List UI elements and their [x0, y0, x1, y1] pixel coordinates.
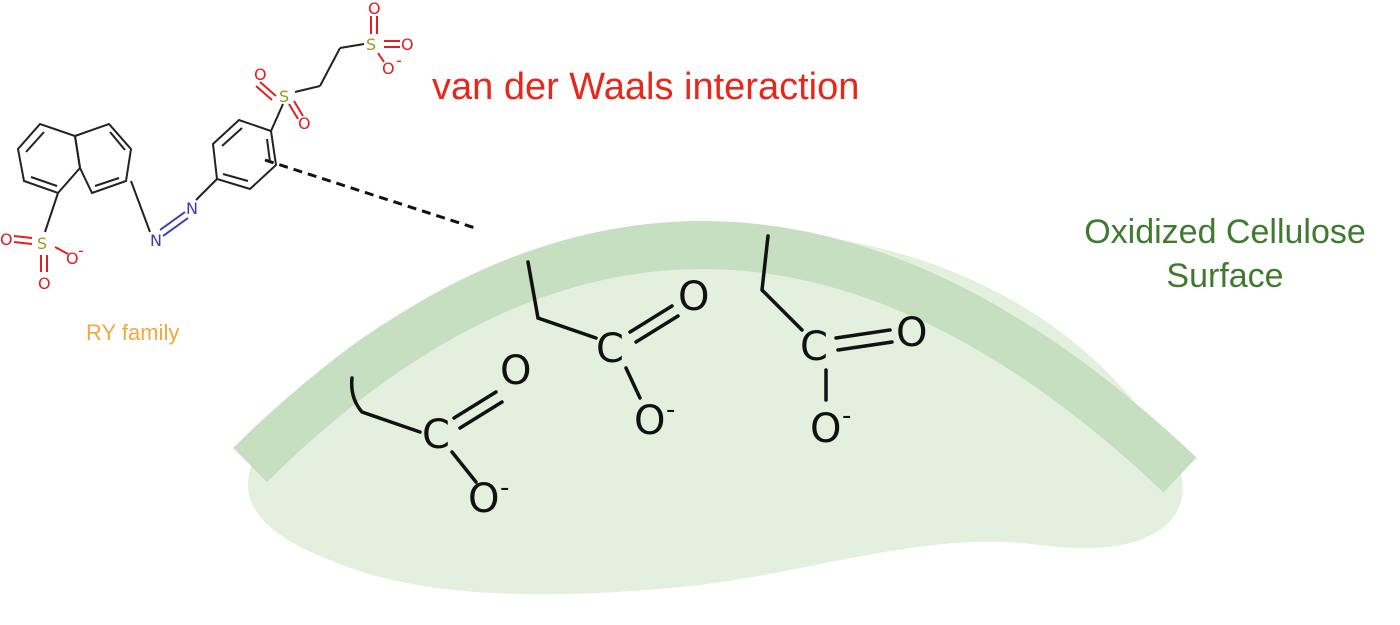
carboxylate-group-2: C O O - — [526, 260, 709, 444]
dye-family-label: RY family — [86, 320, 180, 345]
carboxylate-2-carbon: C — [596, 326, 624, 372]
oxygen-atom-6: O — [368, 0, 381, 18]
oxygen-atom-4: O — [254, 65, 267, 84]
surface-label-line-1: Oxidized Cellulose — [1084, 213, 1366, 251]
atom-labels: S O O O - N N S O O S O O O - — [0, 0, 414, 293]
ring-b-double-2 — [94, 177, 120, 187]
carboxylate-1-chain — [349, 376, 422, 434]
s2-o-left-b — [255, 85, 273, 101]
oxygen-atom-3: O — [66, 249, 79, 268]
carboxylate-1-double-a — [452, 390, 498, 420]
ring-a-double-1 — [25, 131, 45, 153]
carboxylate-1-charge: - — [500, 473, 509, 503]
s1-o-right — [54, 246, 69, 255]
carboxylate-3-double-b — [836, 340, 894, 352]
azo-double-b — [162, 217, 189, 237]
s1-o-left-a — [13, 235, 33, 239]
chain-bond-1 — [294, 85, 321, 93]
benzene-ring — [211, 118, 278, 191]
interaction-title: van der Waals interaction — [432, 66, 860, 108]
carboxylate-group-3: C O O - — [760, 234, 927, 452]
charge-1: - — [78, 241, 84, 260]
chain-bond-3 — [339, 43, 365, 49]
s2-o-left-a — [259, 81, 277, 97]
ry-dye-molecule — [13, 16, 400, 272]
azo-double-a — [159, 211, 186, 231]
sulfur-atom-3: S — [366, 35, 376, 54]
sulfur-atom-1: S — [37, 234, 47, 253]
carboxylate-2-double-a — [628, 304, 674, 334]
carboxylate-2-charge: - — [666, 395, 675, 425]
carboxylate-2-oxygen-minus: O — [634, 398, 665, 444]
oxygen-atom-5: O — [298, 114, 311, 133]
benzene-double-3 — [222, 173, 249, 182]
carboxylate-1-double-b — [458, 400, 504, 430]
s3-o-down — [377, 52, 385, 63]
nitrogen-atom-2: N — [186, 199, 198, 218]
sulfur-atom-2: S — [279, 87, 289, 106]
s2-o-down-a — [288, 103, 299, 120]
s2-o-down-b — [293, 100, 304, 117]
benz-s-bond — [270, 103, 284, 132]
ring-a-double-2 — [30, 176, 58, 187]
charge-2: - — [396, 51, 402, 70]
carboxylate-2-oxygen-double: O — [678, 274, 709, 320]
carboxylate-3-oxygen-minus: O — [810, 406, 841, 452]
carboxylate-group-1: C O O - — [349, 348, 531, 522]
carboxylate-1-oxygen-minus: O — [468, 476, 499, 522]
naph-s-bond — [44, 192, 59, 233]
carboxylate-2-double-b — [634, 314, 680, 344]
oxygen-atom-2: O — [38, 274, 51, 293]
surface-label: Oxidized Cellulose Surface — [1060, 210, 1390, 298]
carboxylate-3-carbon: C — [800, 324, 828, 370]
carboxylate-2-chain — [526, 260, 598, 340]
surface-label-line-2: Surface — [1166, 257, 1284, 295]
cellulose-surface-body — [247, 229, 1183, 595]
azo-bond-1 — [130, 180, 151, 233]
benzene-double-1 — [221, 127, 243, 147]
s1-o-left-b — [13, 241, 33, 245]
cellulose-surface-band — [233, 221, 1197, 493]
carboxylate-3-chain — [760, 234, 804, 332]
oxygen-atom-8: O — [382, 59, 395, 78]
carboxylate-1-oxygen-double: O — [500, 348, 531, 394]
nitrogen-atom-1: N — [150, 231, 162, 250]
carboxylate-3-charge: - — [842, 401, 851, 431]
azo-bond-2 — [195, 178, 218, 201]
benzene-double-2 — [266, 138, 271, 163]
vdw-interaction-line — [264, 158, 476, 230]
carboxylate-2-single — [624, 366, 642, 400]
oxygen-atom-1: O — [0, 230, 13, 249]
carboxylate-3-oxygen-double: O — [896, 310, 927, 356]
naphthalene-ring-b — [73, 122, 133, 195]
oxygen-atom-7: O — [401, 35, 414, 54]
chain-bond-2 — [319, 47, 341, 87]
carboxylate-1-carbon: C — [422, 412, 450, 458]
carboxylate-1-single — [450, 450, 478, 484]
ring-b-double-1 — [109, 131, 126, 151]
carboxylate-3-double-a — [834, 328, 892, 340]
